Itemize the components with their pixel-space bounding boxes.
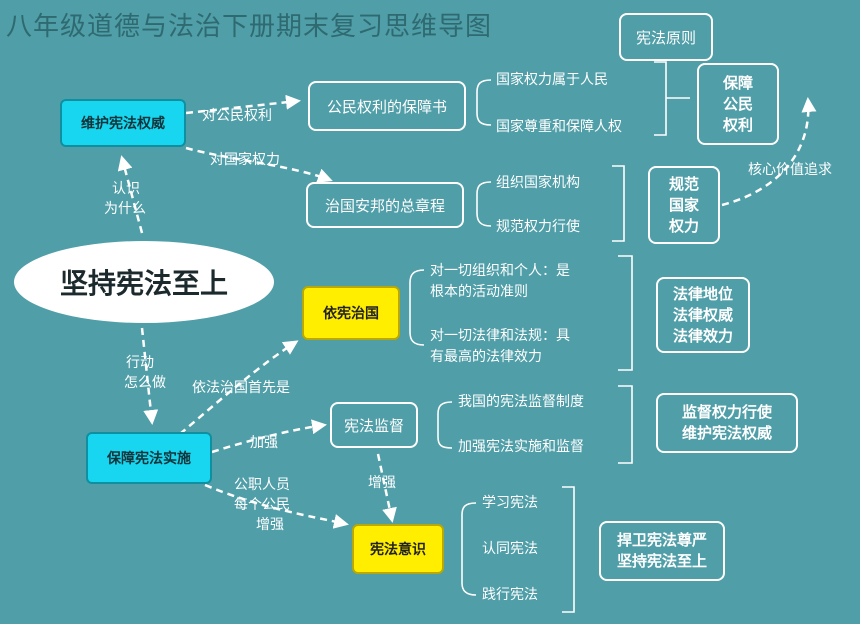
- center-node: 坚持宪法至上: [14, 241, 274, 323]
- bracket-group-top: [654, 61, 667, 136]
- leaf-yishi-3: 践行宪法: [482, 587, 538, 603]
- result-guifan: 规范 国家 权力: [648, 166, 720, 244]
- node-yixian: 依宪治国: [302, 286, 400, 340]
- result-jiandu-line-1: 监督权力行使: [681, 403, 772, 421]
- leaf-zhiguo-2: 规范权力行使: [496, 219, 580, 235]
- page-title: 八年级道德与法治下册期末复习思维导图: [6, 12, 493, 42]
- edge-label-gongzhi-1: 公职人员: [234, 477, 290, 493]
- edge-baozhang-jiandu: [211, 419, 327, 454]
- edge-label-renshi-1: 认识: [112, 181, 140, 197]
- edge-label-dui-gongmin: 对公民权利: [202, 108, 272, 124]
- result-baozhang-line-2: 公民: [722, 94, 753, 113]
- node-yishi: 宪法意识: [352, 524, 444, 574]
- edge-label-yifa: 依法治国首先是: [192, 380, 290, 396]
- edge-label-xingdong-1: 行动: [126, 355, 154, 371]
- result-jiandu-line-2: 维护宪法权威: [681, 424, 772, 442]
- leaf-yishi-2: 认同宪法: [482, 541, 538, 557]
- result-guifan-line-1: 规范: [668, 174, 699, 193]
- bracket-group-yishi: [562, 486, 575, 613]
- node-jiandu: 宪法监督: [330, 402, 418, 448]
- edge-baozhang-yishi: [204, 483, 349, 529]
- leaf-zhiguo-1: 组织国家机构: [496, 175, 580, 191]
- leaf-yixian-1a: 对一切组织和个人：是: [430, 263, 570, 279]
- result-hanwei: 捍卫宪法尊严 坚持宪法至上: [599, 521, 725, 581]
- bracket-jiandu: [437, 401, 453, 449]
- node-baozhang: 保障宪法实施: [86, 432, 212, 484]
- result-guifan-line-3: 权力: [668, 216, 699, 235]
- edge-guifan-baozhang: [721, 97, 817, 207]
- edge-label-dui-guojia: 对国家权力: [210, 152, 280, 168]
- leaf-yixian-2a: 对一切法律和法规：具: [430, 328, 570, 344]
- edge-weihu-minquan: [185, 94, 301, 115]
- edge-main-weihu: [117, 155, 144, 234]
- result-diwei: 法律地位 法律权威 法律效力: [656, 277, 750, 353]
- leaf-jiandu-1: 我国的宪法监督制度: [458, 394, 584, 410]
- leaf-minquan-1: 国家权力属于人民: [496, 72, 608, 88]
- leaf-jiandu-2: 加强宪法实施和监督: [458, 439, 584, 455]
- leaf-minquan-2: 国家尊重和保障人权: [496, 119, 622, 135]
- result-guifan-line-2: 国家: [668, 195, 699, 214]
- leaf-yixian-2b: 有最高的法律效力: [430, 349, 542, 365]
- bracket-yixian: [409, 269, 425, 346]
- edge-label-zengqiang: 增强: [368, 475, 396, 491]
- leaf-yishi-1: 学习宪法: [482, 495, 538, 511]
- result-jiandu: 监督权力行使 维护宪法权威: [656, 393, 798, 453]
- node-minquan: 公民权利的保障书: [308, 81, 466, 131]
- edge-label-xingdong-2: 怎么做: [124, 375, 166, 391]
- result-diwei-line-2: 法律权威: [672, 305, 733, 324]
- edge-label-jiaqiang: 加强: [250, 435, 278, 451]
- leaf-yixian-1b: 根本的活动准则: [430, 284, 528, 300]
- result-diwei-line-1: 法律地位: [672, 284, 733, 303]
- edge-label-renshi-2: 为什么: [104, 201, 146, 217]
- result-hanwei-line-1: 捍卫宪法尊严: [616, 531, 707, 549]
- edge-main-baozhang: [140, 327, 159, 425]
- node-yuanze: 宪法原则: [619, 13, 713, 61]
- node-weihu: 维护宪法权威: [60, 99, 186, 147]
- bracket-minquan: [476, 79, 492, 126]
- bracket-group-mid: [612, 165, 625, 242]
- bracket-zhiguo: [476, 181, 492, 227]
- result-baozhang-line-1: 保障: [722, 73, 753, 92]
- edge-label-gongzhi-2: 每个公民: [234, 497, 290, 513]
- edge-weihu-zhiguo: [185, 146, 333, 183]
- bracket-yishi: [461, 502, 477, 596]
- result-diwei-line-3: 法律效力: [672, 326, 733, 345]
- result-hanwei-line-2: 坚持宪法至上: [616, 552, 707, 570]
- edge-label-gongzhi-3: 增强: [256, 517, 284, 533]
- result-baozhang: 保障 公民 权利: [697, 63, 779, 145]
- node-zhiguo: 治国安邦的总章程: [306, 182, 464, 228]
- edge-label-hexin: 核心价值追求: [748, 162, 832, 178]
- edge-baozhang-yixian: [179, 340, 299, 435]
- result-baozhang-line-3: 权利: [722, 115, 753, 134]
- bracket-group-yixian: [618, 255, 633, 371]
- bracket-group-jiandu: [618, 385, 633, 464]
